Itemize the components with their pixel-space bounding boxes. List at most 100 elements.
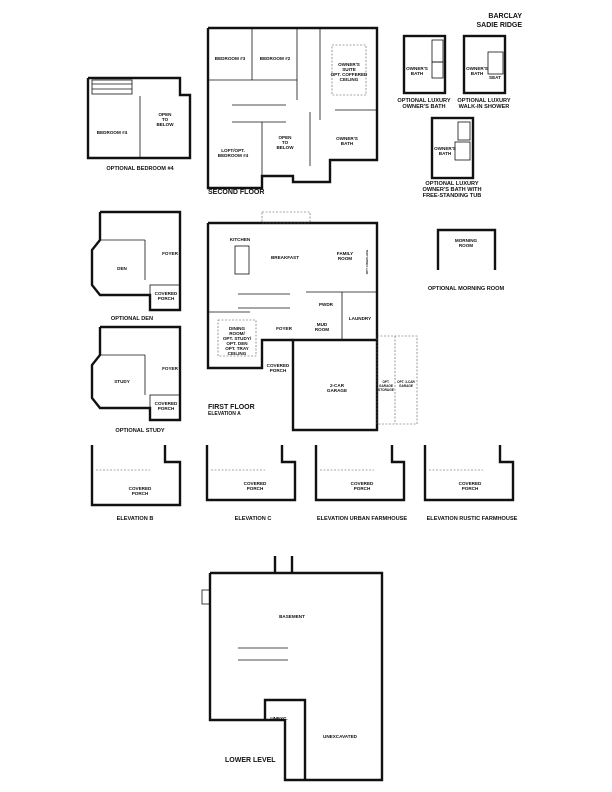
room-label: SUITE <box>342 67 356 72</box>
room-label: PORCH <box>462 486 479 491</box>
subcaption: ELEVATION A <box>208 411 241 417</box>
room-label: LAUNDRY <box>349 316 371 321</box>
plan-name: BARCLAY <box>488 13 522 20</box>
room-label: GARAGE <box>327 388 347 393</box>
room-label: FOYER <box>162 366 179 371</box>
caption: OPTIONAL BEDROOM #4 <box>106 166 174 172</box>
room-label: BATH <box>341 141 354 146</box>
room-label: PORCH <box>158 296 175 301</box>
room-label: PORCH <box>247 486 264 491</box>
caption: OWNER'S BATH <box>402 104 445 110</box>
caption: FREE-STANDING TUB <box>423 193 482 199</box>
room-label: PWDR <box>319 302 334 307</box>
second-floor-plan: BEDROOM #3 BEDROOM #2 OWNER'S SUITE OPT.… <box>206 26 379 196</box>
room-label: BREAKFAST <box>271 255 299 260</box>
room-label: OPT. TRAY <box>225 346 249 351</box>
caption: ELEVATION URBAN FARMHOUSE <box>317 516 407 522</box>
room-label: TO <box>282 140 289 145</box>
room-label: OPT. STUDY/ <box>223 336 252 341</box>
optional-den-plan: DEN FOYER COVERED PORCH OPTIONAL DEN <box>90 210 182 322</box>
room-label: BEDROOM #2 <box>260 56 291 61</box>
room-label: COVERED <box>267 363 290 368</box>
room-label: FAMILY <box>337 251 353 256</box>
room-label: OWNER'S <box>434 146 456 151</box>
caption: WALK-IN SHOWER <box>459 104 510 110</box>
room-label: GARAGE <box>379 384 393 388</box>
bath-option-2: SEAT OWNER'S BATH OPTIONAL LUXURY WALK-I… <box>457 34 511 110</box>
room-label: ROOM <box>459 243 473 248</box>
room-label: PORCH <box>270 368 287 373</box>
room-label: LOFT/OPT. <box>221 148 244 153</box>
room-label: BEDROOM #3 <box>215 56 246 61</box>
caption: OPTIONAL MORNING ROOM <box>428 286 505 292</box>
room-label: COVERED <box>155 401 178 406</box>
bath-option-3: OWNER'S BATH OPTIONAL LUXURY OWNER'S BAT… <box>422 116 482 199</box>
room-label: BEDROOM #4 <box>97 130 128 135</box>
room-label: OPT. COFFERED <box>331 72 368 77</box>
room-label: PORCH <box>158 406 175 411</box>
room-label: COVERED <box>459 481 482 486</box>
room-label: PORCH <box>132 491 149 496</box>
room-label: OPT. <box>382 380 389 384</box>
room-label: OWNER'S <box>338 62 360 67</box>
room-label: ROOM <box>338 256 352 261</box>
room-label: OPT. 3-CAR <box>397 380 415 384</box>
optional-bedroom4-plan: BEDROOM #4 OPEN TO BELOW OPTIONAL BEDROO… <box>86 76 192 172</box>
room-label: SEAT <box>489 75 501 80</box>
room-label: OWNER'S <box>336 136 358 141</box>
room-label: CEILING <box>228 351 247 356</box>
room-label: BEDROOM #4 <box>218 153 249 158</box>
room-label: KITCHEN <box>230 237 251 242</box>
room-label: BELOW <box>276 145 294 150</box>
room-label: FOYER <box>162 251 179 256</box>
room-label: GARAGE <box>399 384 413 388</box>
room-label: 2-CAR <box>330 383 345 388</box>
bath-option-1: OWNER'S BATH OPTIONAL LUXURY OWNER'S BAT… <box>397 34 451 110</box>
room-label: CEILING <box>340 77 359 82</box>
room-label: PORCH <box>354 486 371 491</box>
caption: SECOND FLOOR <box>208 189 264 196</box>
room-label: COVERED <box>244 481 267 486</box>
room-label: DINING <box>229 326 246 331</box>
room-label: MUD <box>317 322 328 327</box>
first-floor-plan: KITCHEN BREAKFAST FAMILY ROOM DINING ROO… <box>206 211 418 432</box>
room-label: BATH <box>439 151 452 156</box>
room-label: STORAGE <box>378 388 394 392</box>
room-label: BATH <box>411 71 424 76</box>
elevation-c: COVERED PORCH ELEVATION C <box>205 445 297 522</box>
room-label: OPT. FIREPLACE <box>365 250 369 275</box>
caption: OPTIONAL LUXURY <box>457 98 510 104</box>
caption: OPTIONAL DEN <box>111 316 153 322</box>
room-label: ROOM <box>315 327 329 332</box>
room-label: COVERED <box>129 486 152 491</box>
caption: ELEVATION C <box>235 516 272 522</box>
caption: OPTIONAL LUXURY <box>425 181 478 187</box>
room-label: UNEXCAVATED <box>323 734 358 739</box>
elevation-b: COVERED PORCH ELEVATION B <box>90 445 182 522</box>
room-label: MORNING <box>455 238 478 243</box>
room-label: DEN <box>117 266 127 271</box>
caption: LOWER LEVEL <box>225 757 276 764</box>
caption: FIRST FLOOR <box>208 404 255 411</box>
room-label: BATH <box>471 71 484 76</box>
room-label: OPEN <box>278 135 292 140</box>
elevation-urban-farmhouse: COVERED PORCH ELEVATION URBAN FARMHOUSE <box>314 445 407 522</box>
room-label: BASEMENT <box>279 614 305 619</box>
morning-room-plan: MORNING ROOM OPTIONAL MORNING ROOM <box>428 228 505 292</box>
caption: OPTIONAL STUDY <box>115 428 165 434</box>
room-label: COVERED <box>155 291 178 296</box>
caption: OWNER'S BATH WITH <box>422 187 481 193</box>
caption: OPTIONAL LUXURY <box>397 98 450 104</box>
room-label: COVERED <box>351 481 374 486</box>
community-name: SADIE RIDGE <box>476 22 522 29</box>
room-label: ROOM/ <box>229 331 245 336</box>
room-label: BELOW <box>156 122 174 127</box>
room-label: STUDY <box>114 379 130 384</box>
lower-level-plan: BASEMENT UNEXC. UNEXCAVATED LOWER LEVEL <box>201 556 384 782</box>
caption: ELEVATION RUSTIC FARMHOUSE <box>427 516 518 522</box>
caption: ELEVATION B <box>117 516 154 522</box>
optional-study-plan: STUDY FOYER COVERED PORCH OPTIONAL STUDY <box>90 325 182 434</box>
room-label: TO <box>162 117 169 122</box>
elevation-rustic-farmhouse: COVERED PORCH ELEVATION RUSTIC FARMHOUSE <box>423 445 518 522</box>
